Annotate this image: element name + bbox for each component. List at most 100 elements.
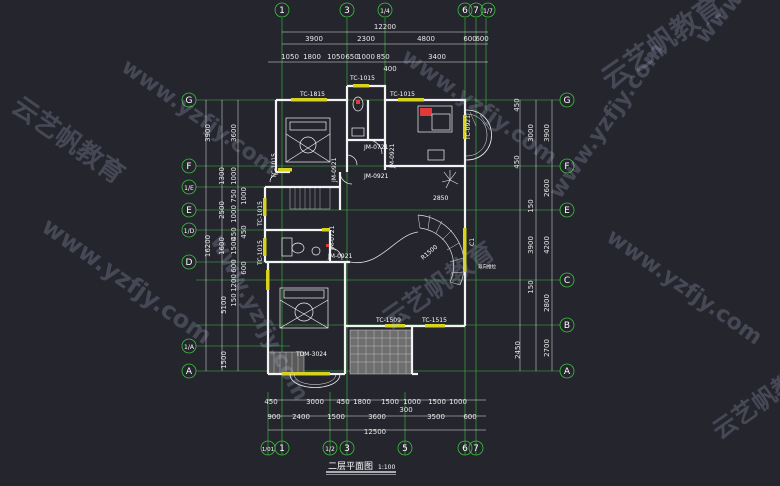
- label-r1500: R1500: [420, 244, 440, 262]
- drawing-scale: 1:100: [378, 464, 395, 471]
- axis-bubble-left-1E: 1/E: [181, 179, 197, 195]
- svg-text:1: 1: [279, 444, 285, 454]
- watermark-url-4: www.yzfjy.com: [397, 44, 562, 170]
- svg-text:2700: 2700: [543, 339, 551, 357]
- axis-bubble-top-1-4: 1/4: [377, 2, 393, 18]
- stair-hatch: [349, 329, 413, 375]
- axis-bubble-left-D: D: [181, 254, 197, 270]
- axis-bubble-top-3: 3: [339, 2, 355, 18]
- svg-text:750: 750: [230, 189, 238, 202]
- svg-text:150: 150: [527, 280, 535, 293]
- bottom-axis-bubbles: 1/01 1 1/2 3 5 6 7: [260, 440, 484, 456]
- svg-text:300: 300: [399, 406, 412, 414]
- axis-bubble-bottom-1: 1: [274, 440, 290, 456]
- label-note: 双向推拉: [478, 263, 496, 270]
- svg-text:3: 3: [344, 444, 350, 454]
- axis-bubble-left-E: E: [181, 202, 197, 218]
- svg-text:3900: 3900: [543, 124, 551, 142]
- label-tc-0921: TC-0921: [465, 115, 472, 141]
- svg-text:2800: 2800: [543, 294, 551, 312]
- label-jm-0921: JM-0921: [363, 173, 389, 180]
- label-tc-1015-a: TC-1015: [349, 75, 375, 82]
- svg-text:D: D: [186, 258, 193, 268]
- label-jm-0721: JM-0721: [363, 144, 389, 151]
- dim-top-r3-0: 400: [383, 65, 396, 73]
- top-dimensions: 12200 3900 2300 4800 600 600 1050 1800 1…: [281, 23, 489, 73]
- svg-text:G: G: [186, 96, 193, 106]
- svg-text:1: 1: [279, 6, 285, 16]
- label-tc-1509: TC-1509: [375, 317, 401, 324]
- svg-text:3900: 3900: [527, 236, 535, 254]
- svg-text:3000: 3000: [306, 398, 324, 406]
- right-dimensions: 3900 2600 4200 2800 2700 3000 150 3900 1…: [513, 98, 551, 359]
- svg-text:5100: 5100: [220, 296, 228, 314]
- dim-top-r2-1: 1800: [303, 53, 321, 61]
- dim-top-r2-5: 850: [376, 53, 389, 61]
- svg-text:3900: 3900: [204, 124, 212, 142]
- svg-text:1/E: 1/E: [184, 185, 194, 192]
- plant-icon: [441, 170, 459, 189]
- label-jm-0721b: JM-0721: [329, 225, 336, 251]
- svg-text:1500: 1500: [428, 398, 446, 406]
- svg-text:1/A: 1/A: [184, 344, 195, 351]
- svg-text:3: 3: [344, 6, 350, 16]
- dim-overall-top: 12200: [374, 23, 396, 31]
- axis-bubble-top-7: 7: [468, 2, 484, 18]
- svg-text:3600: 3600: [230, 124, 238, 142]
- label-jm-0921d: JM-0921: [389, 143, 396, 169]
- axis-bubble-top-1-7: 1/7: [480, 2, 496, 18]
- bed-top-left: [285, 117, 331, 163]
- axis-bubble-left-1A: 1/A: [181, 338, 197, 354]
- room-labels: TC-1815 TC-1015 TC-1015 TC-1015 TC-1015 …: [257, 75, 496, 358]
- watermark-cn-1: 云艺帆教育: [6, 90, 130, 190]
- svg-text:1/D: 1/D: [184, 228, 195, 235]
- dim-top-r2-4: 1000: [357, 53, 375, 61]
- side-axis-bubbles: G F 1/E E 1/D D 1/A A G F E C B A: [181, 92, 575, 379]
- dim-top-r1-2: 4800: [417, 35, 435, 43]
- svg-text:600: 600: [240, 261, 248, 274]
- label-tdm-3024: TDM-3024: [295, 351, 327, 358]
- label-tc-1015-left1: TC-1015: [271, 153, 278, 179]
- svg-text:B: B: [564, 321, 570, 331]
- dim-top-r2-3: 650: [345, 53, 358, 61]
- left-stair: [289, 186, 331, 210]
- svg-text:C: C: [564, 276, 570, 286]
- label-tc-1515: TC-1515: [421, 317, 447, 324]
- svg-text:3500: 3500: [427, 413, 445, 421]
- axis-bubble-bottom-5: 5: [397, 440, 413, 456]
- svg-text:1000: 1000: [449, 398, 467, 406]
- svg-text:5: 5: [402, 444, 408, 454]
- dim-top-r2-6: 3400: [428, 53, 446, 61]
- axis-bubble-right-C: C: [559, 272, 575, 288]
- svg-text:E: E: [564, 206, 570, 216]
- dim-overall-bottom: 12500: [364, 428, 386, 436]
- svg-text:4200: 4200: [543, 236, 551, 254]
- bay-window: [465, 109, 492, 161]
- svg-text:150: 150: [527, 199, 535, 212]
- svg-text:1600: 1600: [218, 237, 226, 255]
- svg-text:F: F: [186, 162, 191, 172]
- windows: [263, 84, 467, 376]
- svg-text:450: 450: [264, 398, 277, 406]
- svg-text:450: 450: [513, 98, 521, 111]
- axis-bubble-right-E: E: [559, 202, 575, 218]
- svg-text:1000: 1000: [230, 167, 238, 185]
- axis-bubble-right-A: A: [559, 363, 575, 379]
- svg-text:450: 450: [513, 155, 521, 168]
- watermark-url-6: www.yzfjy.com: [602, 224, 767, 350]
- svg-text:150: 150: [230, 293, 238, 306]
- label-2850: 2850: [433, 195, 448, 202]
- svg-text:1/7: 1/7: [483, 8, 493, 15]
- walls: [263, 84, 467, 376]
- svg-text:2500: 2500: [218, 201, 226, 219]
- grid-lines: [196, 18, 560, 455]
- svg-text:1800: 1800: [353, 398, 371, 406]
- svg-text:2400: 2400: [292, 413, 310, 421]
- axis-bubble-bottom-6: 6: [457, 440, 473, 456]
- bottom-dimensions: 450 3000 450 1800 1500 1000 1500 1000 90…: [264, 398, 476, 436]
- svg-text:1500: 1500: [220, 351, 228, 369]
- axis-bubble-left-1D: 1/D: [181, 222, 197, 238]
- svg-text:7: 7: [473, 6, 479, 16]
- watermark-url-1: www.yzfjy.com: [117, 54, 282, 180]
